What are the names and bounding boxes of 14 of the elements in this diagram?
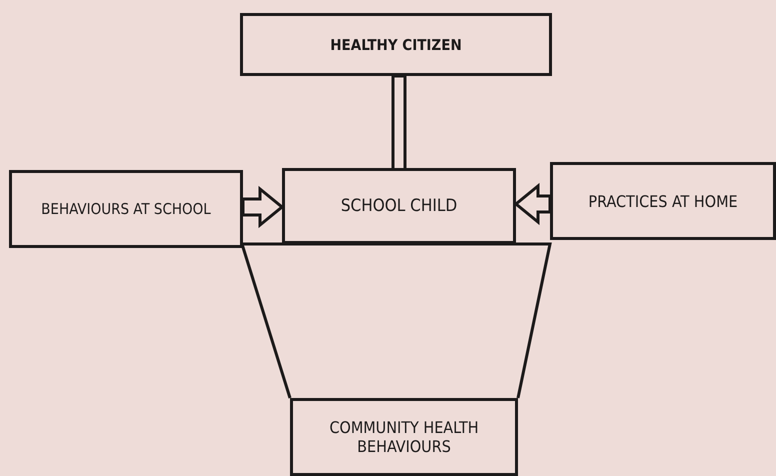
label-box: [240, 13, 552, 76]
box-label: PRACTICES AT HOME: [587, 192, 739, 210]
label-box: [550, 162, 776, 240]
box-label: COMMUNITY HEALTH BEHAVIOURS: [328, 418, 480, 456]
connector: [392, 74, 406, 170]
box-label: HEALTHY CITIZEN: [329, 36, 463, 54]
block-arrow: [242, 186, 284, 228]
box-label: SCHOOL CHILD: [340, 196, 458, 216]
connector: [240, 242, 552, 400]
label-box: [9, 170, 243, 248]
label-box: [282, 168, 516, 244]
label-box: [290, 398, 518, 476]
block-arrow: [514, 182, 552, 226]
box-label: BEHAVIOURS AT SCHOOL: [40, 200, 212, 218]
